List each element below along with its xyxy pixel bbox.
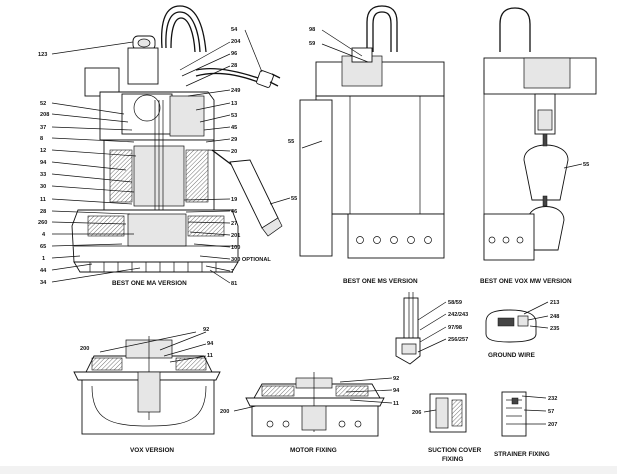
ma-label-12: 12 [40, 148, 46, 154]
mw-label-55: 55 [583, 162, 589, 168]
motor-label-94: 94 [393, 388, 400, 394]
cable-detail-view: 58/59 242/243 97/98 256/257 [395, 292, 468, 365]
ma-label-260: 260 [38, 220, 47, 226]
motor-fixing-view: 200 92 94 11 MOTOR FIXING [220, 372, 400, 454]
mw-caption: BEST ONE VOX MW VERSION [480, 278, 572, 285]
ms-version-view: 98 59 55 BEST ONE MS VERSION [288, 5, 445, 285]
motor-label-11: 11 [393, 401, 399, 407]
strainer-label-207: 207 [548, 422, 557, 428]
ma-label-37: 37 [40, 125, 46, 131]
ma-label-19: 19 [231, 197, 237, 203]
ma-label-53: 53 [231, 113, 237, 119]
ma-label-1: 1 [42, 256, 45, 262]
strainer-fixing-view: 232 57 207 STRAINER FIXING [494, 391, 557, 458]
suction-cover-view: 206 SUCTION COVER FIXING [412, 393, 482, 463]
cable-label-97-98: 97/98 [448, 325, 462, 331]
ma-label-11: 11 [40, 197, 46, 203]
ground-label-213: 213 [550, 300, 559, 306]
strainer-label-57: 57 [548, 409, 554, 415]
ms-label-59: 59 [309, 41, 315, 47]
ma-label-81: 81 [231, 281, 237, 287]
mw-version-view: 55 BEST ONE VOX MW VERSION [480, 7, 597, 285]
ma-label-44: 44 [40, 268, 47, 274]
ma-label-29: 29 [231, 137, 237, 143]
ma-label-300-optional: 300 OPTIONAL [231, 257, 271, 263]
ground-caption: GROUND WIRE [488, 352, 536, 359]
ma-label-33: 33 [40, 172, 46, 178]
ma-label-45: 45 [231, 125, 237, 131]
motor-label-92: 92 [393, 376, 399, 382]
ground-label-248: 248 [550, 314, 559, 320]
ms-label-55: 55 [288, 139, 294, 145]
ma-version-view: 123 204 96 28 54 52 208 37 8 12 94 33 30… [38, 5, 297, 287]
ma-label-201: 201 [231, 233, 240, 239]
strainer-caption: STRAINER FIXING [494, 451, 550, 458]
ma-label-28: 28 [40, 209, 46, 215]
ma-label-208: 208 [40, 112, 49, 118]
ma-label-4: 4 [42, 232, 46, 238]
motor-caption: MOTOR FIXING [290, 447, 337, 454]
ma-label-96: 96 [231, 51, 237, 57]
ms-caption: BEST ONE MS VERSION [343, 278, 418, 285]
ma-label-20: 20 [231, 149, 237, 155]
ground-label-235: 235 [550, 326, 559, 332]
suction-caption-line1: SUCTION COVER [428, 447, 482, 454]
ma-label-46: 46 [231, 209, 237, 215]
ms-label-98: 98 [309, 27, 315, 33]
ma-label-204: 204 [231, 39, 241, 45]
ma-label-7: 7 [231, 269, 234, 275]
vox-label-200: 200 [80, 346, 89, 352]
ma-label-54: 54 [231, 27, 238, 33]
ma-label-28-top: 28 [231, 63, 237, 69]
ma-label-34: 34 [40, 280, 47, 286]
ma-label-55: 55 [291, 196, 297, 202]
ma-label-30: 30 [40, 184, 46, 190]
ma-label-8: 8 [40, 136, 43, 142]
ma-caption: BEST ONE MA VERSION [112, 280, 187, 287]
vox-label-94: 94 [207, 341, 214, 347]
bottom-strip [0, 466, 617, 474]
ma-label-27: 27 [231, 221, 237, 227]
vox-label-11: 11 [207, 353, 213, 359]
cable-label-256-257: 256/257 [448, 337, 468, 343]
ma-label-249: 249 [231, 88, 240, 94]
cable-label-242-243: 242/243 [448, 312, 468, 318]
vox-label-92: 92 [203, 327, 209, 333]
suction-caption-line2: FIXING [442, 456, 463, 463]
vox-caption: VOX VERSION [130, 447, 174, 454]
ma-label-13: 13 [231, 101, 237, 107]
ground-wire-view: 213 248 235 GROUND WIRE [485, 300, 559, 359]
cable-label-58-59: 58/59 [448, 300, 462, 306]
suction-label-206: 206 [412, 410, 421, 416]
strainer-label-232: 232 [548, 396, 557, 402]
ma-label-123: 123 [38, 52, 47, 58]
vox-version-view: 200 92 94 11 VOX VERSION [73, 327, 221, 454]
ma-label-100: 100 [231, 245, 240, 251]
ma-label-94: 94 [40, 160, 47, 166]
ma-label-52: 52 [40, 101, 46, 107]
ma-label-65: 65 [40, 244, 46, 250]
motor-label-200: 200 [220, 409, 229, 415]
